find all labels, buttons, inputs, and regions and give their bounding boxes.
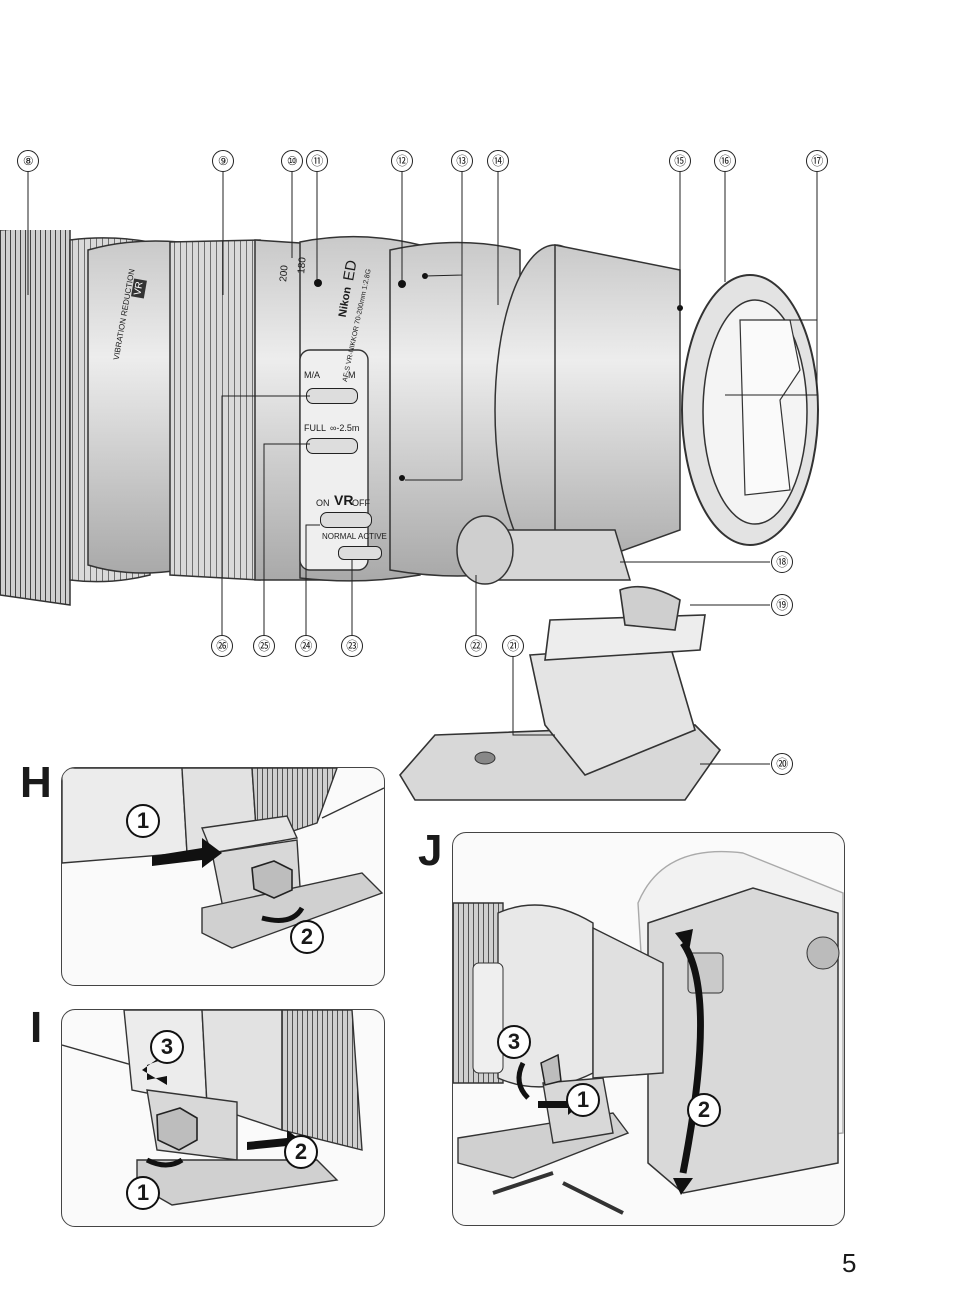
panel-i-step-3: 3 — [150, 1030, 184, 1064]
callout-12: ⑫ — [391, 150, 413, 172]
panel-h-step-2: 2 — [290, 920, 324, 954]
vr-title: VR — [334, 492, 354, 508]
limit-full: FULL — [304, 423, 327, 433]
vr-switch[interactable] — [320, 512, 372, 528]
callout-15: ⑮ — [669, 150, 691, 172]
callout-24: ㉔ — [295, 635, 317, 657]
tripod-foot-drawing — [399, 585, 722, 801]
lens-drawing — [0, 230, 819, 606]
limit-range: ∞-2.5m — [330, 423, 360, 433]
tripod-foot-illustration — [395, 575, 725, 805]
panel-h-drawing — [62, 768, 384, 949]
callout-25: ㉕ — [253, 635, 275, 657]
panel-h-letter: H — [20, 758, 52, 807]
panel-i-step-2: 2 — [284, 1135, 318, 1169]
panel-h-step-1: 1 — [126, 804, 160, 838]
vr-active: ACTIVE — [358, 532, 387, 541]
panel-j-letter: J — [418, 826, 443, 875]
vr-off: OFF — [352, 498, 370, 508]
panel-j-step-1: 1 — [566, 1083, 600, 1117]
vr-mode-switch[interactable] — [338, 546, 382, 560]
callout-8: ⑧ — [17, 150, 39, 172]
callout-13: ⑬ — [451, 150, 473, 172]
panel-j-step-3: 3 — [497, 1025, 531, 1059]
panel-i-step-1: 1 — [126, 1176, 160, 1210]
callout-20: ⑳ — [771, 753, 793, 775]
callout-26: ㉖ — [211, 635, 233, 657]
panel-i-drawing — [62, 1010, 363, 1206]
leader-lines — [27, 172, 818, 765]
panel-h: 1 2 — [61, 767, 385, 986]
panel-j: 3 1 2 — [452, 832, 845, 1226]
vr-normal: NORMAL — [322, 532, 357, 541]
focus-mode-m: M — [348, 370, 356, 380]
focus-limit-switch[interactable] — [306, 438, 358, 454]
vr-on: ON — [316, 498, 330, 508]
callout-23: ㉓ — [341, 635, 363, 657]
callout-18: ⑱ — [771, 551, 793, 573]
panel-i: 3 2 1 — [61, 1009, 385, 1227]
callout-11: ⑪ — [306, 150, 328, 172]
callout-9: ⑨ — [212, 150, 234, 172]
lens-illustration — [0, 230, 954, 620]
callout-22: ㉒ — [465, 635, 487, 657]
panel-i-letter: I — [30, 1003, 43, 1052]
callout-16: ⑯ — [714, 150, 736, 172]
callout-21: ㉑ — [502, 635, 524, 657]
callout-14: ⑭ — [487, 150, 509, 172]
callout-19: ⑲ — [771, 594, 793, 616]
panel-j-step-2: 2 — [687, 1093, 721, 1127]
page-number: 5 — [842, 1248, 857, 1278]
focus-mode-ma: M/A — [304, 370, 321, 380]
callout-10: ⑩ — [281, 150, 303, 172]
callout-17: ⑰ — [806, 150, 828, 172]
